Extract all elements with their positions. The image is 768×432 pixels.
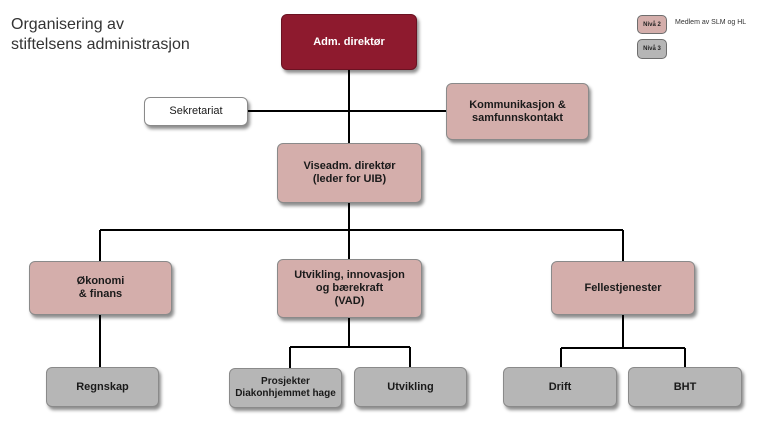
legend-level3-chip: Nivå 3 xyxy=(637,39,667,59)
title-line-1: Organisering av xyxy=(11,16,124,33)
node-viseadm-direktor: Viseadm. direktør (leder for UIB) xyxy=(277,143,422,203)
legend-level2-description: Medlem av SLM og HL xyxy=(675,19,747,26)
node-okonomi-finans: Økonomi & finans xyxy=(29,261,172,315)
node-prosjekter-diakonhjemmet-hage: Prosjekter Diakonhjemmet hage xyxy=(229,368,342,408)
node-utvikling-innovasjon-baerekraft: Utvikling, innovasjon og bærekraft (VAD) xyxy=(277,259,422,318)
node-regnskap: Regnskap xyxy=(46,367,159,407)
node-fellestjenester: Fellestjenester xyxy=(551,261,695,315)
node-sekretariat: Sekretariat xyxy=(144,97,248,126)
node-utvikling: Utvikling xyxy=(354,367,467,407)
node-kommunikasjon: Kommunikasjon & samfunnskontakt xyxy=(446,83,589,140)
diagram-title: Organisering av stiftelsens administrasj… xyxy=(11,15,190,55)
node-adm-direktor: Adm. direktør xyxy=(281,14,417,70)
node-drift: Drift xyxy=(503,367,617,407)
title-line-2: stiftelsens administrasjon xyxy=(11,36,190,53)
legend-level2-chip: Nivå 2 xyxy=(637,15,667,34)
node-bht: BHT xyxy=(628,367,742,407)
